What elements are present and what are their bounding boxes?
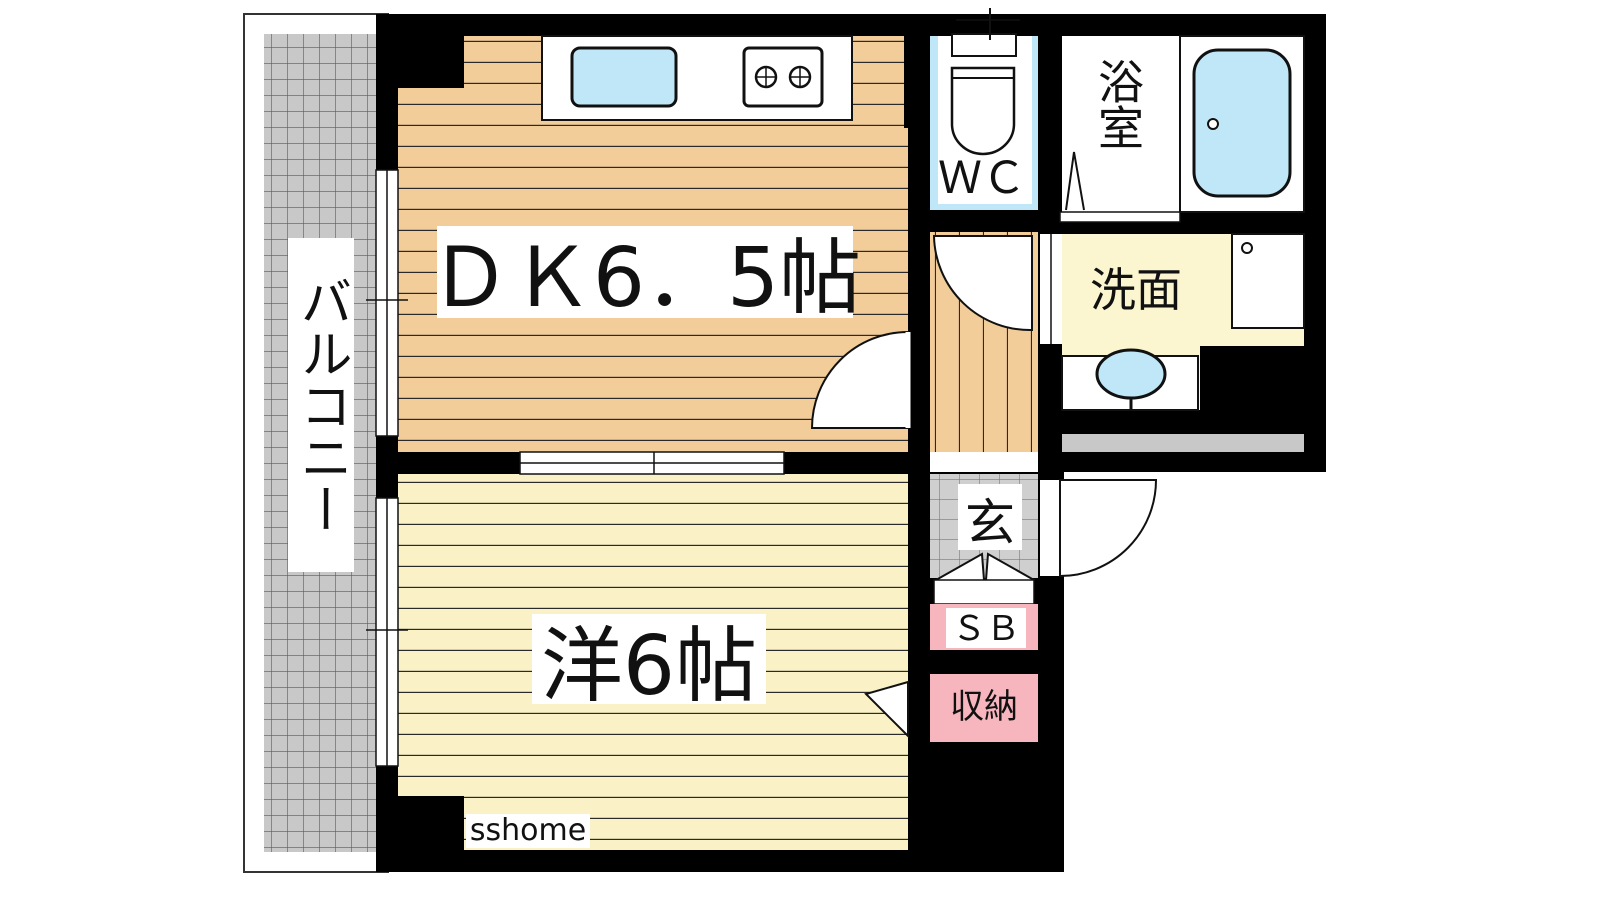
stove — [742, 46, 824, 108]
toilet-icon — [950, 66, 1016, 156]
kitchen-sink — [570, 46, 678, 108]
storage: 収納 — [930, 674, 1038, 742]
balcony: バルコニー — [243, 13, 389, 873]
shoebox: ＳＢ — [930, 604, 1038, 650]
entrance-label: 玄 — [965, 494, 1015, 552]
wc-label: ＷＣ — [938, 153, 1026, 204]
bath-label: 浴室 — [1091, 58, 1145, 150]
western-room: 洋6帖 sshome — [398, 474, 909, 850]
washroom: 洗面 — [1040, 233, 1305, 452]
washroom-label: 洗面 — [1090, 263, 1182, 317]
entrance: 玄 — [930, 474, 1158, 605]
shoebox-door-icon — [935, 552, 1035, 581]
shoebox-label: ＳＢ — [952, 609, 1020, 649]
storage-door — [864, 680, 909, 739]
bathroom: 浴室 — [1059, 35, 1305, 223]
hallway — [930, 232, 1038, 472]
sliding-door — [519, 451, 785, 475]
balcony-windows — [366, 169, 408, 767]
wc: ＷＣ — [930, 8, 1038, 210]
dk-label: ＤＫ6．5帖 — [429, 231, 861, 326]
dk-door — [810, 330, 909, 429]
western-label: 洋6帖 — [541, 619, 757, 714]
balcony-label: バルコニー — [291, 275, 351, 535]
wc-door — [932, 235, 1033, 332]
storage-label: 収納 — [950, 687, 1018, 727]
bathtub-icon — [1192, 48, 1292, 198]
washbasin-icon — [1095, 348, 1167, 400]
dk-room: ＤＫ6．5帖 — [398, 35, 911, 452]
entrance-door — [1059, 479, 1158, 578]
watermark: sshome — [470, 813, 586, 848]
